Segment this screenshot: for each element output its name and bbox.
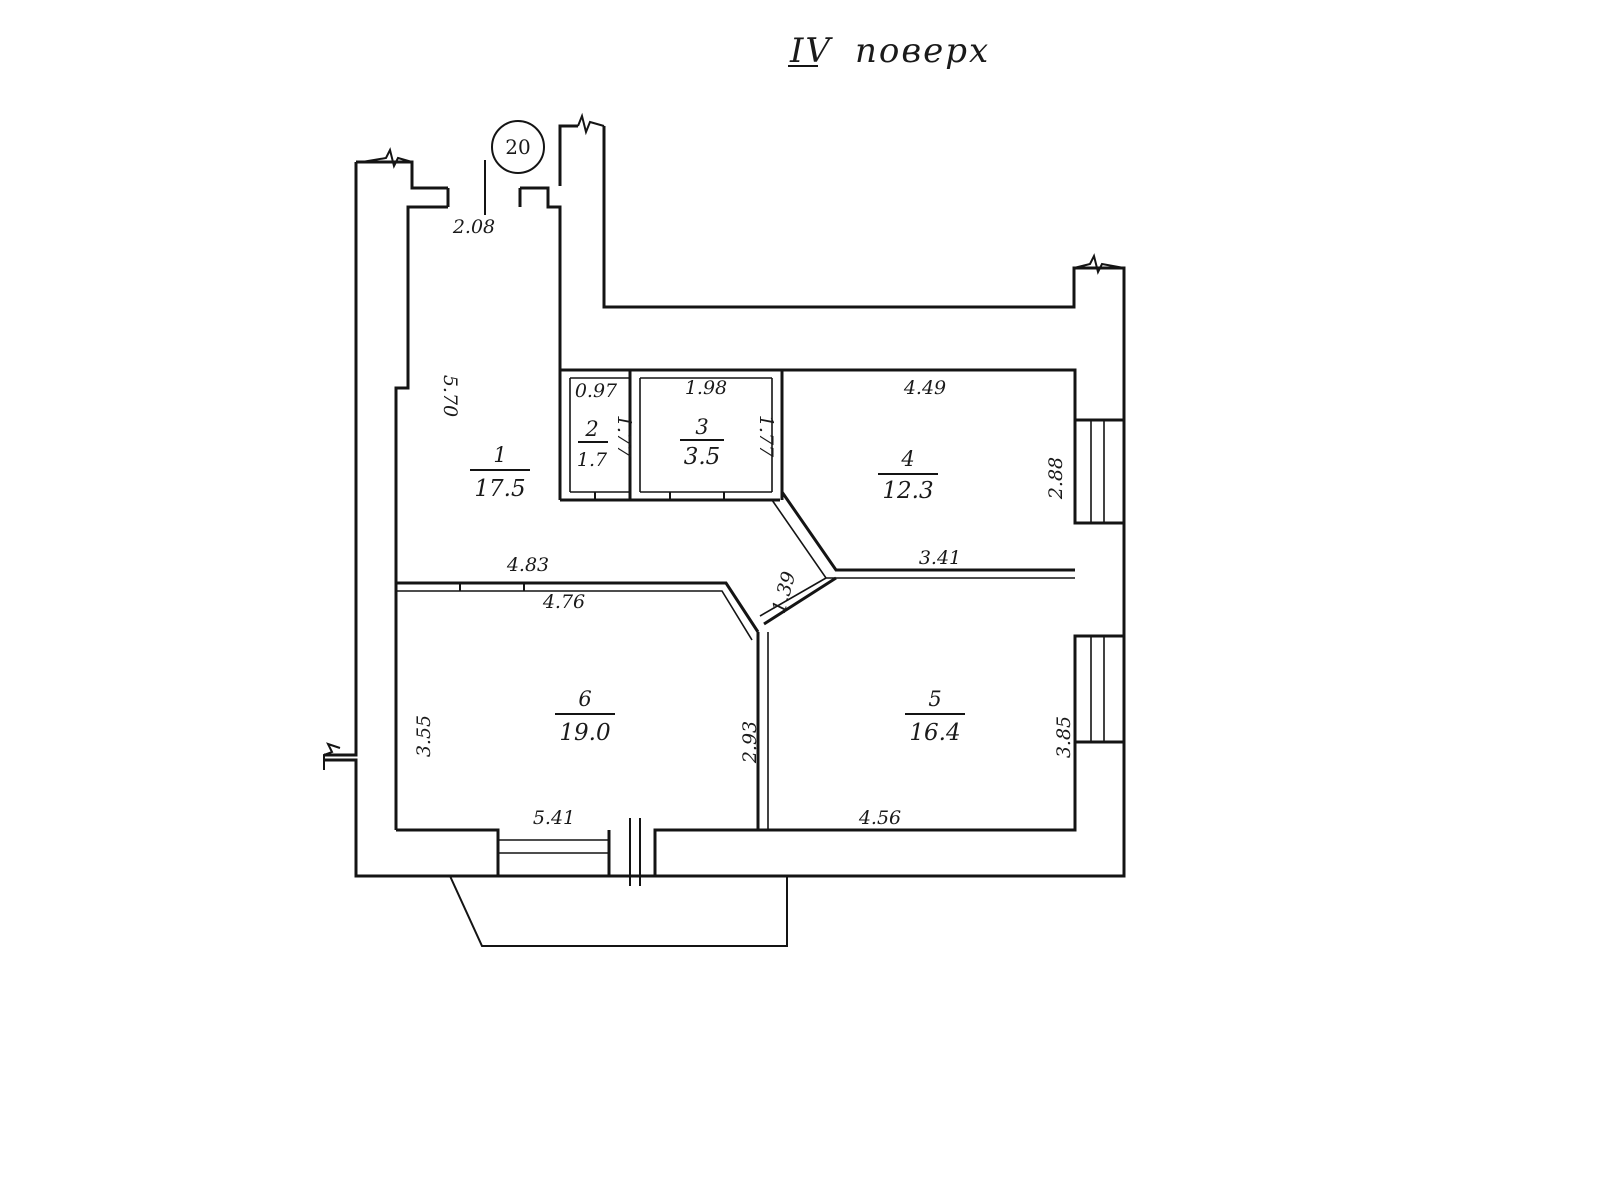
dim-room4-depth: 2.88: [1045, 457, 1067, 500]
dim-room5-bottom: 4.56: [858, 807, 901, 829]
floor-title-roman: IV: [789, 31, 833, 71]
dim-entry-width: 2.08: [452, 216, 495, 238]
dim-room6-bottom: 5.41: [533, 807, 575, 829]
dim-room2-depth: 1.77: [613, 415, 635, 458]
room-5-label: 5 16.4: [905, 687, 965, 746]
dim-hall-length: 4.83: [506, 554, 549, 576]
dim-room5-height: 3.85: [1053, 716, 1075, 758]
room-4-area: 12.3: [882, 478, 933, 504]
room-4-number: 4: [900, 447, 914, 471]
dim-room4-width: 4.49: [903, 377, 946, 399]
dim-room3-depth: 1.77: [755, 415, 777, 458]
room-3-number: 3: [695, 415, 708, 439]
room-1-number: 1: [493, 443, 506, 467]
dim-room6-top: 4.76: [542, 591, 585, 613]
dim-diagonal: 1.39: [768, 569, 800, 616]
room-6-label: 6 19.0: [555, 687, 615, 746]
room-2-number: 2: [584, 417, 598, 441]
room-labels: 1 17.5 2 1.7 3 3.5 4 12.3 5 16.4 6 19.0: [470, 415, 965, 746]
apartment-number: 20: [505, 135, 530, 159]
room-1-label: 1 17.5: [470, 443, 530, 502]
room-3-area: 3.5: [684, 444, 721, 470]
floor-title-word: поверх: [855, 31, 990, 71]
floor-title: IV поверх: [788, 31, 990, 71]
room-5-number: 5: [928, 687, 941, 711]
room-1-area: 17.5: [474, 476, 525, 502]
interior-partitions: [396, 370, 1075, 830]
apartment-number-marker: 20: [484, 120, 545, 215]
dim-room6-height: 3.55: [413, 715, 435, 757]
room-2-area: 1.7: [577, 449, 608, 471]
room-6-number: 6: [578, 687, 591, 711]
exterior-walls: [323, 112, 1126, 886]
room-6-area: 19.0: [559, 720, 610, 746]
room-4-label: 4 12.3: [878, 447, 938, 504]
room-2-label: 2 1.7: [577, 417, 608, 471]
dim-room5-top: 3.41: [919, 547, 961, 569]
dim-room2-width: 0.97: [575, 380, 618, 402]
dim-room6-partition: 2.93: [739, 721, 761, 764]
dim-room3-width: 1.98: [685, 377, 727, 399]
room-5-area: 16.4: [909, 720, 960, 746]
room-3-label: 3 3.5: [680, 415, 724, 470]
dim-room1-length: 5.70: [439, 375, 461, 417]
balcony-outline: [449, 875, 788, 947]
